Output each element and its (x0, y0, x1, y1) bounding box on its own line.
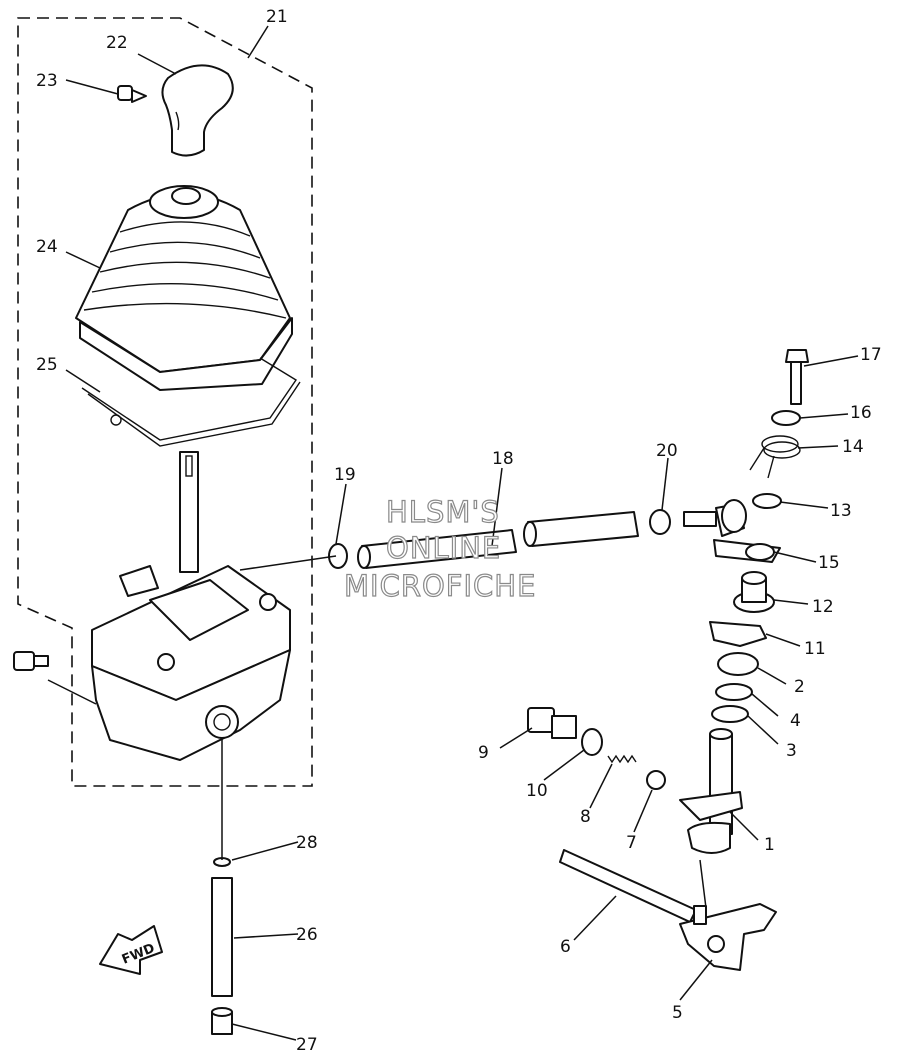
callout-9: 9 (478, 743, 489, 763)
part-16-washer[interactable] (771, 410, 801, 426)
callout-14: 14 (842, 437, 864, 457)
part-15-arm[interactable] (713, 539, 781, 563)
callout-7: 7 (626, 833, 637, 853)
watermark-line-1: HLSM'S (386, 495, 500, 529)
part-8-spring[interactable] (607, 754, 637, 764)
housing-assembly[interactable] (91, 451, 291, 761)
callout-1: 1 (764, 835, 775, 855)
callout-12: 12 (812, 597, 834, 617)
callout-10: 10 (526, 781, 548, 801)
ball-joint[interactable] (683, 499, 747, 537)
part-2-seal[interactable] (717, 652, 759, 676)
housing-bolt[interactable] (13, 651, 49, 671)
part-22-knob[interactable] (161, 64, 234, 157)
part-3-washer[interactable] (711, 705, 749, 723)
part-24-boot[interactable] (75, 185, 293, 391)
callout-25: 25 (36, 355, 58, 375)
part-4-clip[interactable] (715, 683, 753, 701)
callout-6: 6 (560, 937, 571, 957)
callout-3: 3 (786, 741, 797, 761)
callout-24: 24 (36, 237, 58, 257)
part-11-stopper[interactable] (709, 621, 767, 647)
part-10-gasket[interactable] (581, 728, 603, 756)
callout-28: 28 (296, 833, 318, 853)
callout-23: 23 (36, 71, 58, 91)
part-6-shift-rod[interactable] (559, 849, 697, 923)
callout-20: 20 (656, 441, 678, 461)
fwd-arrow-icon: FWD (99, 925, 163, 975)
leader-lines (47, 25, 859, 1041)
callout-15: 15 (818, 553, 840, 573)
part-1-shift-shaft[interactable] (679, 728, 743, 854)
part-20-nut[interactable] (649, 509, 671, 535)
assembly-21-boundary (17, 17, 313, 787)
part-13-washer[interactable] (752, 493, 782, 509)
callout-13: 13 (830, 501, 852, 521)
part-18-rod[interactable] (357, 511, 639, 569)
callout-27: 27 (296, 1035, 318, 1055)
part-19-nut[interactable] (328, 543, 348, 569)
part-7-ball[interactable] (646, 770, 666, 790)
callout-18: 18 (492, 449, 514, 469)
callout-4: 4 (790, 711, 801, 731)
callout-21: 21 (266, 7, 288, 27)
callout-22: 22 (106, 33, 128, 53)
callout-26: 26 (296, 925, 318, 945)
part-14-spring[interactable] (749, 435, 801, 479)
callout-11: 11 (804, 639, 826, 659)
callout-16: 16 (850, 403, 872, 423)
part-27-plug[interactable] (211, 1007, 233, 1035)
callout-17: 17 (860, 345, 882, 365)
part-23-screw[interactable] (117, 85, 147, 103)
watermark-line-2: ONLINE (386, 531, 501, 565)
part-12-bushing[interactable] (733, 571, 775, 613)
callout-8: 8 (580, 807, 591, 827)
watermark-line-3: MICROFICHE (344, 569, 536, 603)
callout-5: 5 (672, 1003, 683, 1023)
part-26-pin[interactable] (211, 877, 233, 997)
part-25-gasket[interactable] (81, 357, 301, 447)
part-5-shift-fork[interactable] (679, 903, 777, 971)
callout-19: 19 (334, 465, 356, 485)
callout-2: 2 (794, 677, 805, 697)
part-17-bolt[interactable] (785, 349, 809, 405)
part-9-plug[interactable] (527, 707, 577, 739)
